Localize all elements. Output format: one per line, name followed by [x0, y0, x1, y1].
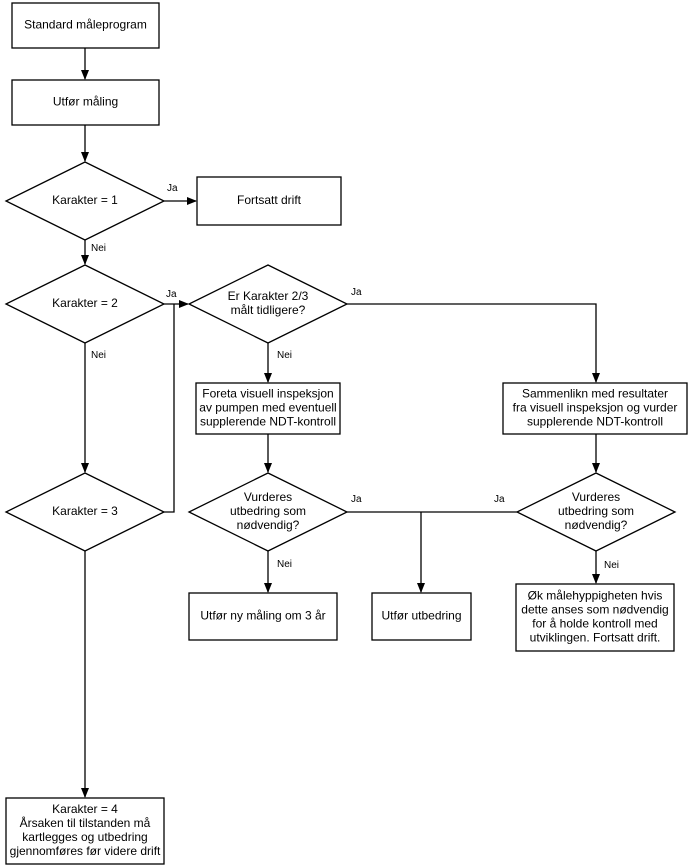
text-line: utviklingen. Fortsatt drift.	[530, 631, 661, 645]
text-line: Vurderes	[244, 490, 292, 504]
node-perform-repair-text: Utfør utbedring	[381, 609, 461, 623]
decision-grade1: Karakter = 1	[4, 161, 166, 241]
label-grade1-yes: Ja	[167, 183, 178, 194]
text-line: for å holde kontroll med	[532, 617, 657, 631]
label-left-yes: Ja	[351, 494, 362, 505]
connectors	[81, 48, 600, 798]
text-line: dette anses som nødvendig	[521, 603, 668, 617]
node-perform-measurement-text: Utfør måling	[53, 95, 118, 109]
node-continue-operation-text: Fortsatt drift	[237, 193, 302, 207]
label-right-no: Nei	[604, 560, 619, 571]
label-grade2-no: Nei	[91, 350, 106, 361]
edge-measured-yes	[347, 303, 600, 383]
label-left-no: Nei	[277, 559, 292, 570]
text-line: utbedring som	[230, 504, 306, 518]
edge-grade3-yes	[164, 304, 175, 513]
text-line: nødvendig?	[237, 518, 300, 532]
label-measured-no: Nei	[277, 350, 292, 361]
node-new-measurement: Utfør ny måling om 3 år	[188, 592, 338, 641]
text-line: nødvendig?	[565, 518, 628, 532]
node-perform-measurement: Utfør måling	[11, 79, 160, 126]
text-line: Øk målehyppigheten hvis	[528, 589, 663, 603]
text-line: kartlegges og utbedring	[22, 830, 147, 844]
text-line: Karakter = 1	[52, 193, 118, 207]
label-grade2-yes: Ja	[166, 289, 177, 300]
edge-labels: Ja Nei Ja Nei Ja Nei Ja Ja Nei Nei	[91, 183, 619, 571]
text-line: av pumpen med eventuell	[199, 401, 336, 415]
text-line: Utfør måling	[53, 95, 118, 109]
text-line: Karakter = 3	[52, 504, 118, 518]
node-perform-repair: Utfør utbedring	[371, 592, 472, 641]
text-line: gjennomføres før videre drift	[10, 844, 161, 858]
node-new-measurement-text: Utfør ny måling om 3 år	[200, 609, 325, 623]
decision-grade3-text: Karakter = 3	[52, 504, 118, 518]
text-line: Utfør utbedring	[381, 609, 461, 623]
text-line: supplerende NDT-kontroll	[200, 415, 336, 429]
node-continue-operation: Fortsatt drift	[196, 176, 342, 226]
decision-grade1-text: Karakter = 1	[52, 193, 118, 207]
text-line: fra visuell inspeksjon og vurder	[513, 401, 678, 415]
decision-grade2: Karakter = 2	[4, 264, 166, 344]
text-line: Vurderes	[572, 490, 620, 504]
text-line: Karakter = 4	[52, 802, 118, 816]
text-line: supplerende NDT-kontroll	[527, 415, 663, 429]
label-right-yes: Ja	[494, 494, 505, 505]
text-line: målt tidligere?	[231, 303, 306, 317]
label-grade1-no: Nei	[91, 243, 106, 254]
text-line: Sammenlikn med resultater	[522, 387, 668, 401]
text-line: Fortsatt drift	[237, 193, 302, 207]
text-line: utbedring som	[558, 504, 634, 518]
node-standard-program-text: Standard måleprogram	[24, 18, 147, 32]
text-line: Foreta visuell inspeksjon	[202, 387, 333, 401]
text-line: Er Karakter 2/3	[228, 289, 309, 303]
text-line: Årsaken til tilstanden må	[20, 815, 151, 830]
node-standard-program: Standard måleprogram	[11, 2, 160, 49]
label-measured-yes: Ja	[351, 287, 362, 298]
decision-grade3: Karakter = 3	[4, 472, 166, 552]
text-line: Karakter = 2	[52, 296, 118, 310]
text-line: Standard måleprogram	[24, 18, 147, 32]
text-line: Utfør ny måling om 3 år	[200, 609, 325, 623]
decision-grade2-text: Karakter = 2	[52, 296, 118, 310]
